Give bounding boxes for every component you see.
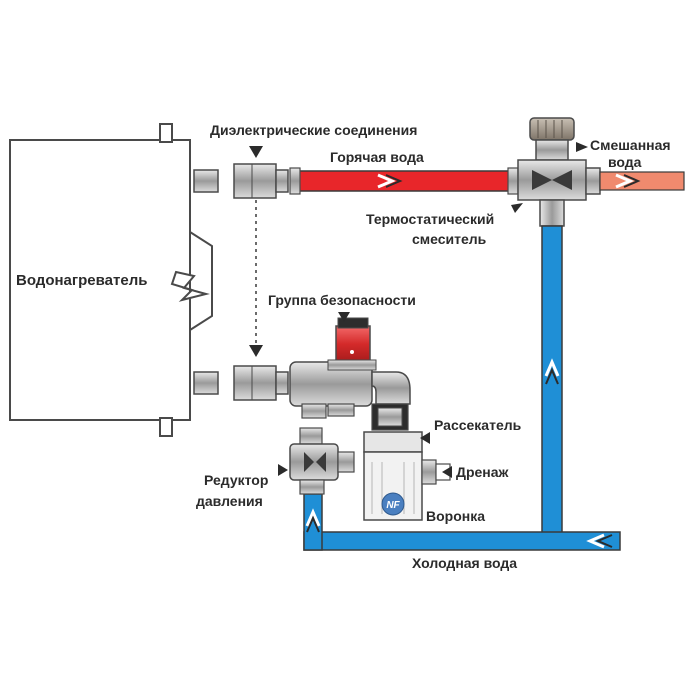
pressure-reducer-label-line2: давления (196, 493, 263, 509)
dielectric-connections-label: Диэлектрические соединения (210, 122, 417, 138)
triangle-down-icon (249, 146, 263, 158)
nf-mark: NF (381, 492, 405, 516)
cold-inlet-fitting (193, 365, 289, 401)
cold-water-main-pipe (303, 493, 621, 551)
chevron-left-icon (586, 533, 613, 549)
triangle-down-icon (338, 312, 350, 322)
triangle-left-icon (420, 432, 430, 444)
triangle-down-icon (249, 345, 263, 357)
breaker-label: Рассекатель (434, 417, 522, 433)
mixed-water-label-line2: вода (608, 154, 642, 170)
hot-outlet-fitting (193, 163, 289, 199)
thermostatic-mixer-label-line2: смеситель (412, 231, 487, 247)
breaker-funnel: NF (363, 403, 451, 521)
chevron-up-icon (305, 508, 321, 533)
safety-group-label: Группа безопасности (268, 292, 416, 308)
chevron-right-icon (377, 173, 403, 189)
mixed-water-pipe (599, 171, 685, 191)
chevron-up-icon (544, 358, 560, 385)
triangle-right-icon (576, 142, 588, 152)
pressure-reducer-label-line1: Редуктор (204, 472, 268, 488)
triangle-down-icon (511, 203, 523, 213)
thermostatic-mixer (517, 117, 601, 227)
cold-water-label: Холодная вода (412, 555, 517, 571)
pressure-reducer (289, 427, 355, 495)
lightning-bolt-icon (170, 270, 210, 302)
triangle-left-icon (442, 466, 452, 478)
nf-mark-label: NF (386, 500, 400, 511)
water-heater (9, 123, 213, 437)
thermostatic-mixer-label-line1: Термостатический (366, 211, 494, 227)
hot-water-label: Горячая вода (330, 149, 424, 165)
hot-water-pipe (289, 167, 519, 195)
chevron-right-icon (615, 173, 641, 189)
funnel-label: Воронка (426, 508, 485, 524)
mixed-water-label-line1: Смешанная (590, 137, 671, 153)
triangle-right-icon (278, 464, 288, 476)
cold-water-riser-pipe (541, 225, 563, 545)
safety-group (289, 317, 411, 419)
drain-label: Дренаж (456, 464, 510, 480)
water-heater-label: Водонагреватель (16, 272, 147, 289)
